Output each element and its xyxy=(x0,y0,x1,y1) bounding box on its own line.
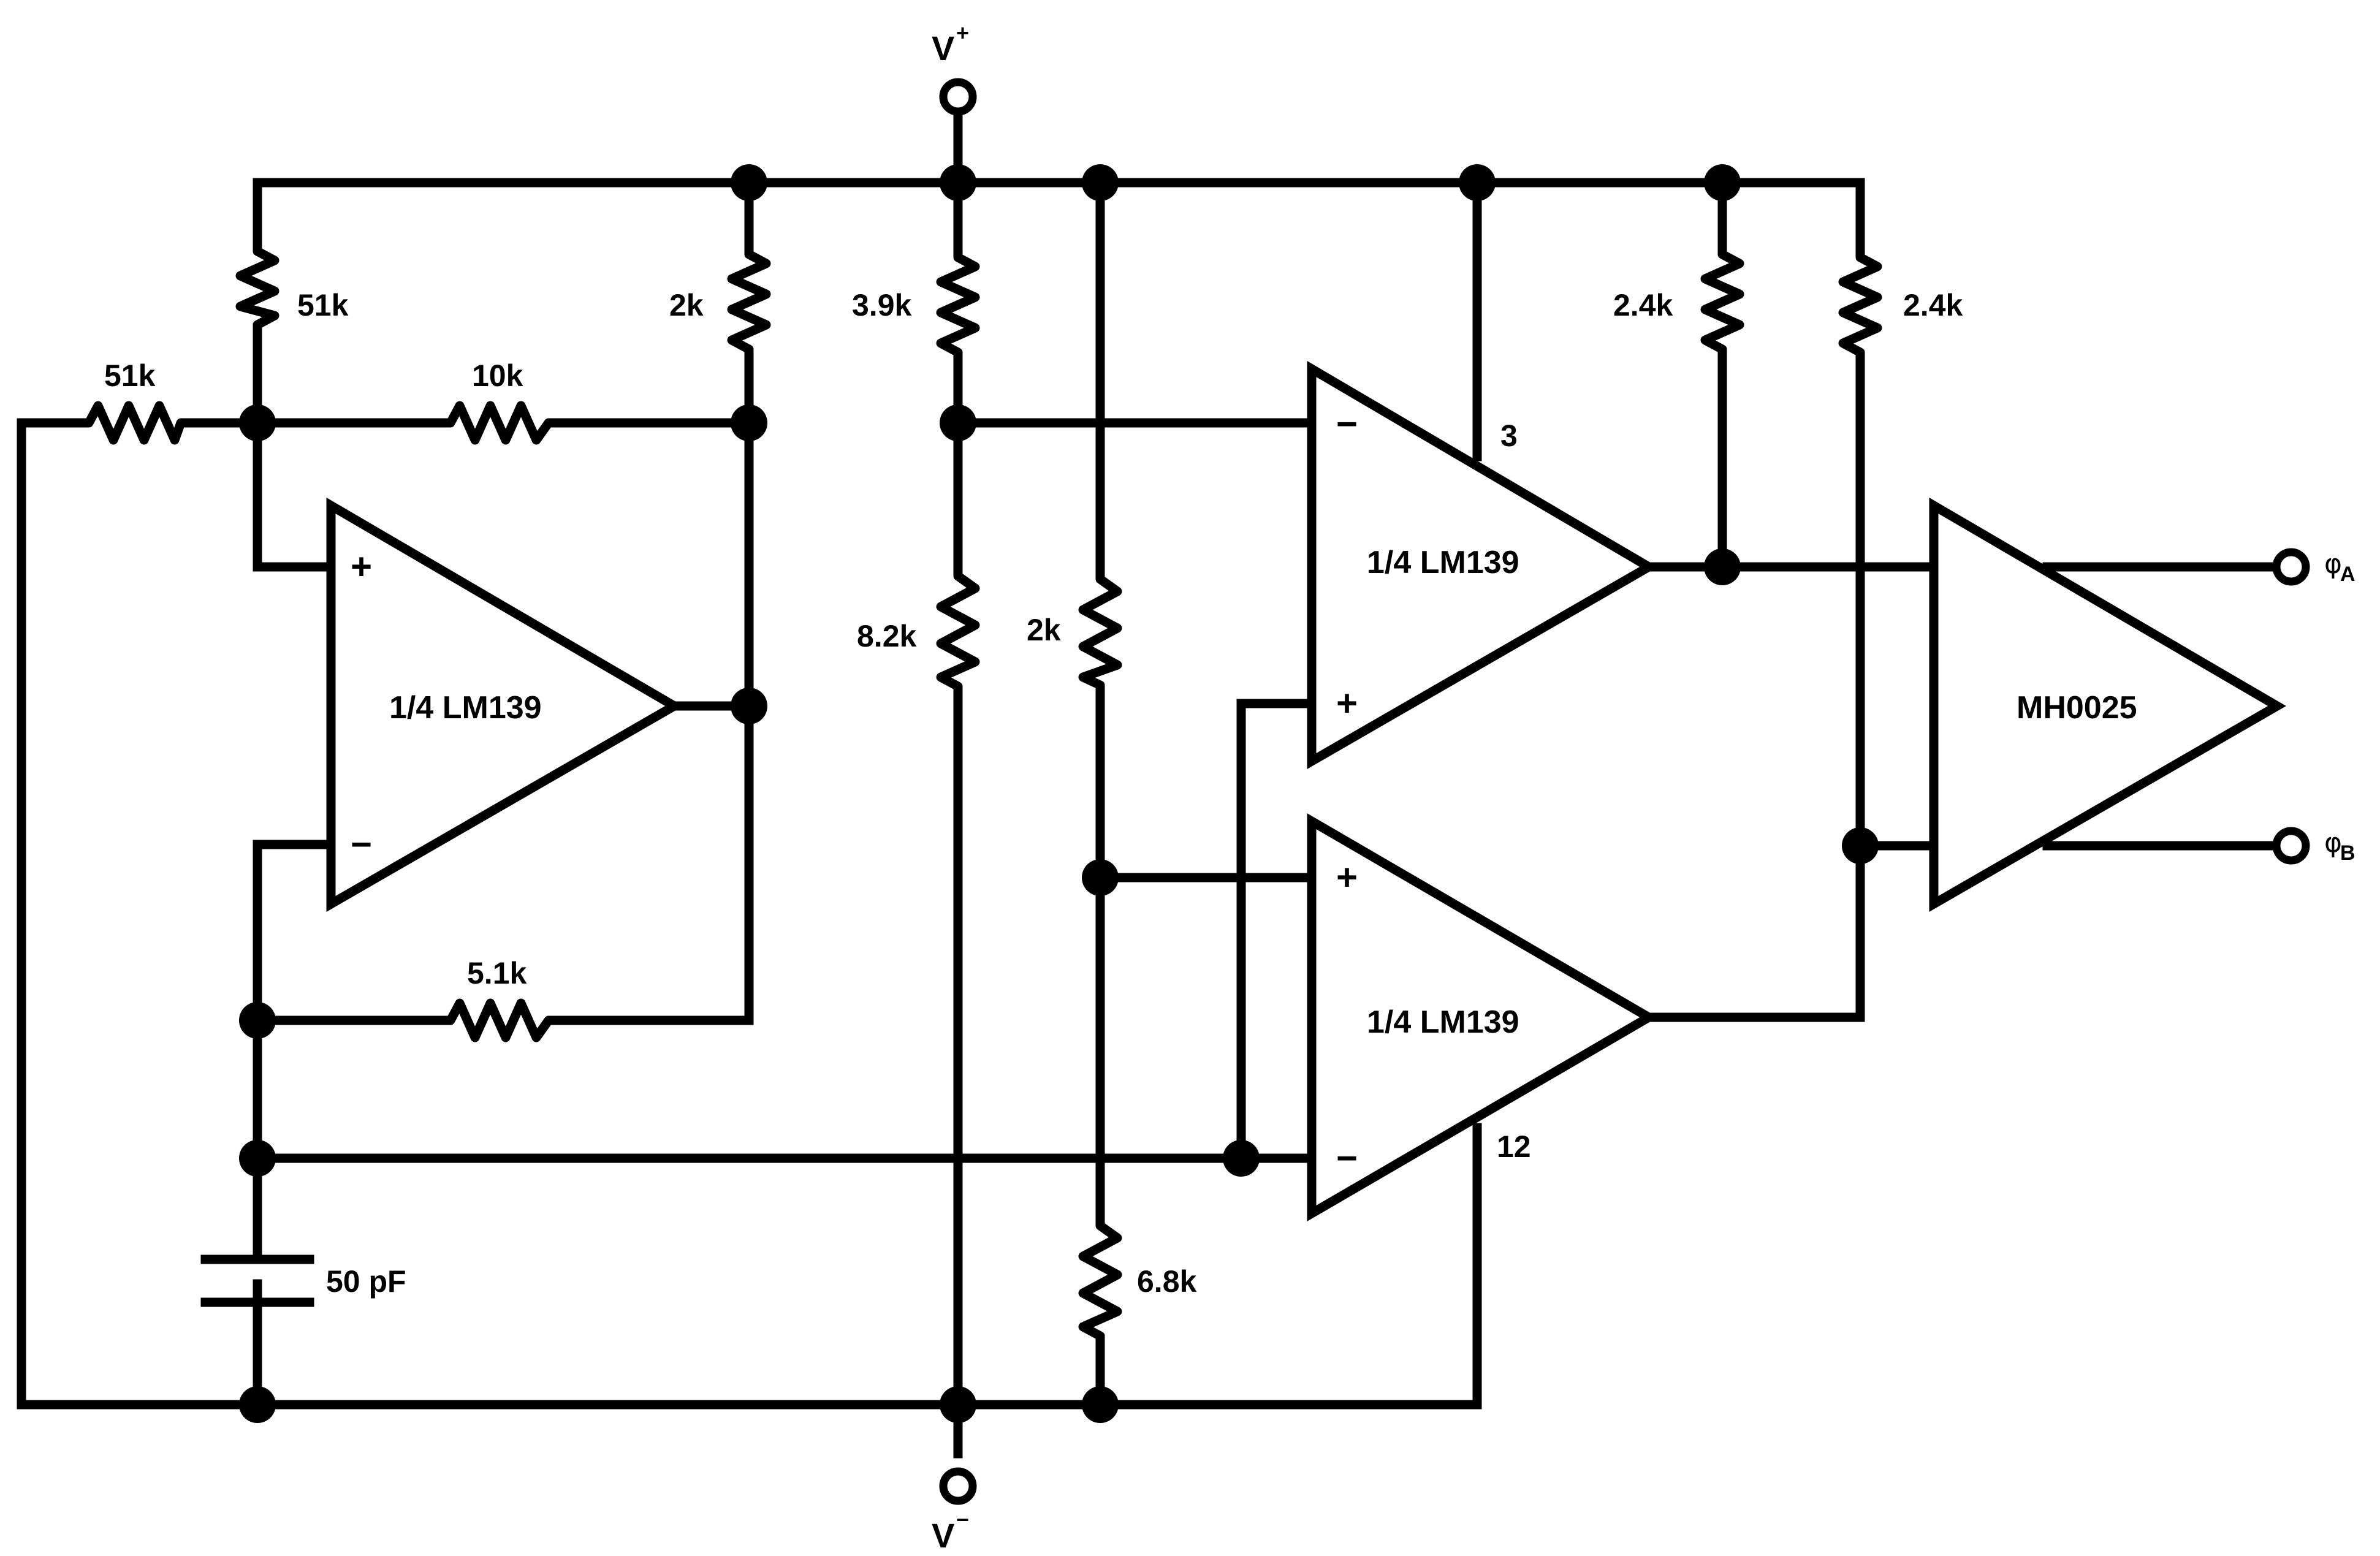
u2-plus-sign: + xyxy=(1336,683,1358,724)
vminus-label: V xyxy=(932,1516,954,1555)
resistor-51k-left-label: 51k xyxy=(104,359,156,393)
phi-a-terminal xyxy=(2272,548,2310,586)
comparator-u3 xyxy=(1307,813,1658,1222)
resistor-10k-label: 10k xyxy=(472,359,523,393)
capacitor-50pf xyxy=(200,1156,314,1410)
resistor-3-9k-label: 3.9k xyxy=(852,288,912,322)
resistor-2-4k-a xyxy=(1700,240,1744,363)
vplus-terminal xyxy=(939,78,977,116)
comparator-u2 xyxy=(1307,360,1658,769)
comparator-u1-label: 1/4 LM139 xyxy=(389,690,542,726)
u2-minus-sign: − xyxy=(1336,403,1358,444)
comparator-u1 xyxy=(326,497,683,912)
resistor-8-2k-label: 8.2k xyxy=(857,619,917,653)
resistor-6-8k xyxy=(1078,1209,1122,1344)
comparator-u3-label: 1/4 LM139 xyxy=(1367,1004,1519,1040)
resistor-2k-mid-label: 2k xyxy=(1027,613,1061,647)
u1-minus-sign: − xyxy=(351,824,372,865)
resistor-51k-top xyxy=(235,237,279,333)
resistor-8-2k xyxy=(936,553,980,697)
resistor-2-4k-b-label: 2.4k xyxy=(1903,288,1963,322)
phi-b-terminal xyxy=(2272,827,2310,865)
junctions xyxy=(239,164,1879,1423)
u3-plus-sign: + xyxy=(1336,857,1358,898)
vminus-sup: − xyxy=(956,1507,969,1532)
resistor-2k-mid xyxy=(1078,559,1122,694)
resistor-2-4k-a-label: 2.4k xyxy=(1613,288,1673,322)
driver-label: MH0025 xyxy=(2017,690,2137,726)
comparator-u2-label: 1/4 LM139 xyxy=(1367,545,1519,580)
driver-mh0025 xyxy=(1929,497,2286,912)
resistor-51k-top-label: 51k xyxy=(297,288,349,322)
u1-plus-sign: + xyxy=(351,546,372,587)
pin-12-label: 12 xyxy=(1497,1129,1531,1164)
phi-a-symbol: φ xyxy=(2324,548,2342,580)
vplus-sup: + xyxy=(956,20,969,45)
resistor-3-9k xyxy=(936,243,980,363)
capacitor-label: 50 pF xyxy=(326,1264,406,1299)
phi-b-subscript: B xyxy=(2340,841,2355,865)
resistor-6-8k-label: 6.8k xyxy=(1137,1264,1197,1299)
u3-minus-sign: − xyxy=(1336,1137,1358,1178)
vplus-label: V xyxy=(932,29,954,67)
resistor-2-4k-b xyxy=(1838,243,1882,363)
resistor-2k-top-label: 2k xyxy=(669,288,704,322)
phi-b-symbol: φ xyxy=(2324,827,2342,859)
resistor-51k-left xyxy=(75,401,195,445)
resistor-5-1k xyxy=(436,998,563,1042)
vminus-terminal xyxy=(939,1467,977,1505)
phi-a-subscript: A xyxy=(2340,563,2355,586)
resistor-5-1k-label: 5.1k xyxy=(467,956,527,990)
resistor-10k xyxy=(436,401,563,445)
pin-3-label: 3 xyxy=(1500,419,1518,453)
resistor-2k-top xyxy=(727,240,771,360)
resistors xyxy=(75,237,1882,1344)
